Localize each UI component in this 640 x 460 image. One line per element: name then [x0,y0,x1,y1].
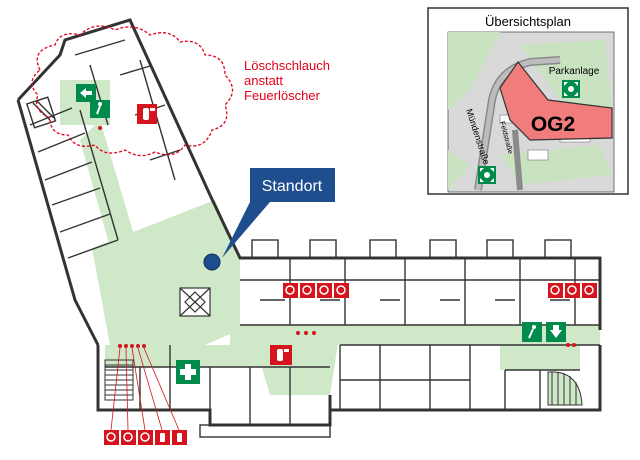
top-rooms [240,239,600,326]
stairs-bottom-left [104,359,134,401]
location-marker [203,253,221,271]
fire-extinguisher-sign-wing [137,104,157,124]
assembly-point-icon-park [562,80,580,98]
fire-extinguisher-sign-hall [270,345,292,365]
overview-inset: Übersichtsplan OG2 Parkanlage Mündenstra… [427,7,629,195]
annotation-line-2: anstatt [244,73,283,88]
annotation-cloud [31,25,234,157]
overview-park-label: Parkanlage [549,66,600,77]
assembly-point-icon-street [478,166,496,184]
fire-hose-sign-group-2 [548,283,597,298]
elevator-shaft [179,287,211,317]
wing-walls [16,18,212,346]
first-aid-sign [176,360,200,384]
fire-hose-sign-group-1 [283,283,349,298]
overview-floor-label: OG2 [531,113,575,136]
exit-sign-top-left [76,84,110,118]
stairs-bottom-right [547,371,583,406]
annotation-line-1: Löschschlauch [244,58,330,73]
annotation-text: Löschschlauch anstatt Feuerlöscher [244,58,330,103]
fire-signs-legend-bottom [104,430,187,445]
hall-walls [96,194,602,427]
fire-sign-leader-lines [110,347,180,431]
bottom-rooms [105,344,600,438]
location-callout: Standort [222,168,335,258]
fire-location-dots [98,126,576,348]
exit-sign-right [522,322,566,342]
annotation-line-3: Feuerlöscher [244,88,321,103]
location-callout-label: Standort [262,178,323,195]
overview-title: Übersichtsplan [485,14,571,29]
